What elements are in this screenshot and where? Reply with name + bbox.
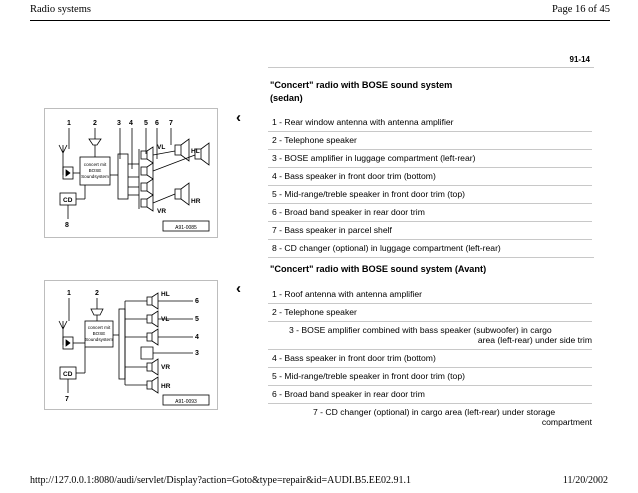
wiring-diagram-avant-svg: 1 2 3 4 5 6 7 <box>58 290 210 406</box>
unit-label: Soundsystem <box>85 337 113 342</box>
list-item: 2 - Telephone speaker <box>272 307 357 317</box>
callout-number: 5 <box>144 120 148 127</box>
row-divider <box>268 385 592 386</box>
arrow-left-icon: ‹ <box>236 109 241 126</box>
list-item: 2 - Telephone speaker <box>272 135 357 145</box>
page-code: 91-14 <box>569 55 590 64</box>
callout-number: 6 <box>155 120 159 127</box>
list-item: 5 - Mid-range/treble speaker in front do… <box>272 189 465 199</box>
unit-label: BOSE <box>93 331 106 336</box>
list-item: 1 - Rear window antenna with antenna amp… <box>272 117 454 127</box>
list-item: 3 - BOSE amplifier combined with bass sp… <box>289 325 552 335</box>
row-divider <box>268 367 592 368</box>
callout-number: 1 <box>67 290 71 297</box>
callout-number: 8 <box>65 222 69 229</box>
list-item-continuation: area (left-rear) under side trim <box>477 335 592 345</box>
row-divider <box>268 221 592 222</box>
figure-code: A91-0085 <box>175 225 197 231</box>
list-item: 4 - Bass speaker in front door trim (bot… <box>272 171 436 181</box>
section1-title-line1: "Concert" radio with BOSE sound system <box>270 80 453 90</box>
cd-label: CD <box>63 371 73 378</box>
list-item: 7 - Bass speaker in parcel shelf <box>272 225 392 235</box>
row-divider <box>268 239 592 240</box>
footer-date: 11/20/2002 <box>562 475 608 486</box>
list-item: 4 - Bass speaker in front door trim (bot… <box>272 353 436 363</box>
list-item: 6 - Broad band speaker in rear door trim <box>272 207 425 217</box>
speaker-label: HR <box>191 198 201 205</box>
wiring-diagram-sedan-svg: 1 2 3 4 5 6 7 8 <box>58 120 210 232</box>
unit-label: BOSE <box>89 168 102 173</box>
speaker-label: HL <box>191 148 200 155</box>
callout-number: 6 <box>195 298 199 305</box>
row-divider <box>268 321 592 322</box>
wiring-diagram-avant: 1 2 3 4 5 6 7 <box>44 280 218 410</box>
section1-title-line2: (sedan) <box>270 93 303 103</box>
list-item: 3 - BOSE amplifier in luggage compartmen… <box>272 153 476 163</box>
row-divider <box>268 349 592 350</box>
list-item: 6 - Broad band speaker in rear door trim <box>272 389 425 399</box>
unit-label: concert mit <box>84 162 107 167</box>
cd-label: CD <box>63 197 73 204</box>
callout-number: 2 <box>95 290 99 297</box>
speaker-label: VR <box>161 364 170 371</box>
top-separator <box>268 67 594 68</box>
list-item: 8 - CD changer (optional) in luggage com… <box>272 243 501 253</box>
row-divider <box>268 167 592 168</box>
speaker-label: HL <box>161 291 170 298</box>
callout-number: 3 <box>195 350 199 357</box>
row-divider <box>268 403 592 404</box>
speaker-label: VL <box>161 316 169 323</box>
section-separator <box>268 257 594 258</box>
row-divider <box>268 185 592 186</box>
speaker-label: HR <box>161 383 171 390</box>
list-item-continuation: compartment <box>541 417 592 427</box>
unit-label: concert mit <box>88 325 111 330</box>
figure-code: A91-0093 <box>175 399 197 405</box>
callout-number: 7 <box>65 396 69 403</box>
page-number: Page 16 of 45 <box>551 4 610 15</box>
callout-number: 1 <box>67 120 71 127</box>
callout-number: 4 <box>129 120 133 127</box>
section1-title: "Concert" radio with BOSE sound system (… <box>270 79 452 105</box>
wiring-diagram-sedan: 1 2 3 4 5 6 7 8 <box>44 108 218 238</box>
unit-label: Soundsystem <box>81 174 109 179</box>
row-divider <box>268 131 592 132</box>
speaker-label: VR <box>157 208 166 215</box>
section2-title: "Concert" radio with BOSE sound system (… <box>270 264 487 274</box>
callout-number: 4 <box>195 334 199 341</box>
callout-number: 2 <box>93 120 97 127</box>
row-divider <box>268 203 592 204</box>
speaker-label: VL <box>157 144 165 151</box>
document-title: Radio systems <box>30 4 91 15</box>
callout-number: 5 <box>195 316 199 323</box>
list-item: 1 - Roof antenna with antenna amplifier <box>272 289 423 299</box>
list-item: 5 - Mid-range/treble speaker in front do… <box>272 371 465 381</box>
header-rule <box>30 20 610 21</box>
footer-url: http://127.0.0.1:8080/audi/servlet/Displ… <box>30 475 412 486</box>
arrow-left-icon: ‹ <box>236 280 241 297</box>
callout-number: 7 <box>169 120 173 127</box>
list-item: 7 - CD changer (optional) in cargo area … <box>313 407 556 417</box>
row-divider <box>268 303 592 304</box>
row-divider <box>268 149 592 150</box>
callout-number: 3 <box>117 120 121 127</box>
